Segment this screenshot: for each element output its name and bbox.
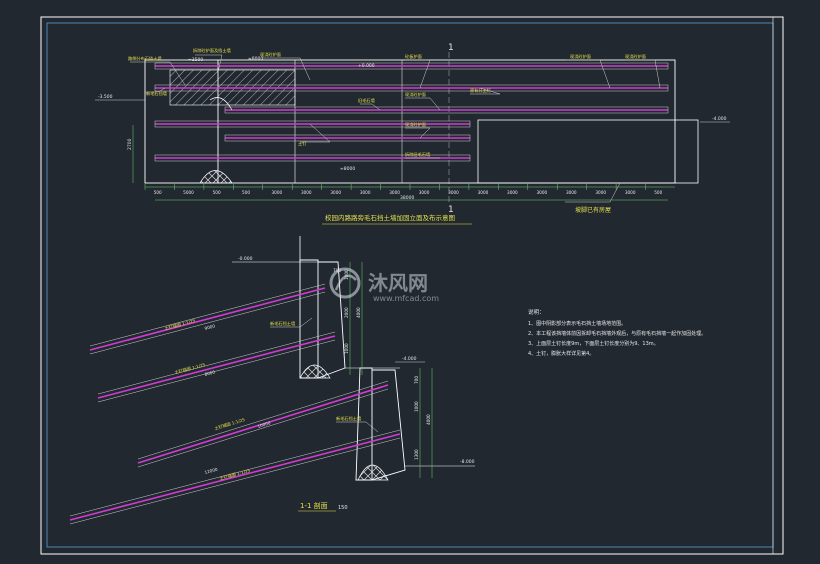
nail-length-2: 10000 bbox=[257, 420, 272, 429]
label-2: 拆除砼护面及挡土墙 bbox=[193, 47, 231, 54]
nail-0 bbox=[89, 283, 326, 355]
bottom-dim-17: 500 bbox=[654, 190, 662, 195]
bottom-dim-9: 3000 bbox=[419, 190, 430, 195]
total-length: 38000 bbox=[400, 195, 414, 201]
section-level-bottom: -8.000 bbox=[460, 459, 475, 465]
label-0: 路侧分布石挡土墙 bbox=[128, 55, 162, 62]
label-12: 旧毛石墙 bbox=[358, 97, 375, 104]
length-b: ≈8000 bbox=[248, 56, 263, 62]
nail-length-3: 12000 bbox=[204, 467, 218, 475]
dim-lower-3: 1000 bbox=[414, 401, 419, 412]
label-5: 现浇砼护面 bbox=[570, 53, 591, 60]
bottom-dim-15: 3000 bbox=[595, 190, 606, 195]
bottom-dim-12: 3000 bbox=[507, 190, 518, 195]
bottom-dimensions: 500 5000 500 500 3000 3000 3000 3000 3000 3000 300… bbox=[144, 184, 663, 195]
note-1: 2、本工程该挡墙体前因拆卸毛石挡墙外观后，与原有毛石挡墙一起作加固处理。 bbox=[528, 330, 706, 337]
note-0: 1、图中阴影部分表示毛石挡土墙场地范围。 bbox=[528, 320, 626, 327]
bottom-dim-6: 3000 bbox=[330, 190, 341, 195]
label-7: 原有分土钉 bbox=[470, 87, 492, 94]
length-c: ≈8000 bbox=[340, 166, 355, 172]
nail-length-1: 8000 bbox=[204, 369, 216, 377]
note-2: 3、上面层土钉长度9m，下面层土钉长度分别为9、13m。 bbox=[528, 340, 659, 347]
bottom-dim-16: 3000 bbox=[625, 190, 636, 195]
dim-lower-2: 4000 bbox=[426, 414, 431, 425]
elevation-nail-rows bbox=[155, 65, 668, 159]
dim-upper-0: 2000 bbox=[344, 307, 349, 318]
bottom-dim-8: 3000 bbox=[389, 190, 400, 195]
bottom-dim-10: 3000 bbox=[448, 190, 459, 195]
label-1: 现浇砼护面 bbox=[260, 51, 281, 58]
nail-length-0: 9000 bbox=[204, 323, 216, 331]
bottom-dim-7: 3000 bbox=[360, 190, 371, 195]
note-3: 4、土钉，膨胀大样详见第4。 bbox=[528, 350, 594, 357]
wall-label-1: 新毛石挡土墙 bbox=[336, 415, 361, 422]
level-right: -4.000 bbox=[712, 116, 727, 122]
watermark-url: www.mfcad.com bbox=[373, 294, 439, 303]
watermark: 沐风网 www.mfcad.com bbox=[329, 267, 439, 303]
elevation-title: 校园内路路旁毛石挡土墙加固立面及布示意图 bbox=[325, 213, 455, 222]
nail-1 bbox=[97, 331, 336, 403]
section-level-top: -0.000 bbox=[238, 256, 253, 262]
section-level-mid: -4.000 bbox=[402, 356, 417, 362]
bottom-dim-3: 500 bbox=[242, 190, 250, 195]
bottom-dim-2: 500 bbox=[213, 190, 221, 195]
title-strip bbox=[772, 16, 784, 555]
length-a: ≈3500 bbox=[188, 57, 203, 63]
nail-label-0: 土钉锚固 1:1/25 bbox=[164, 317, 197, 332]
label-3: 土钉 bbox=[298, 140, 307, 147]
dim-upper-3: 1000 bbox=[344, 269, 349, 280]
label-4: 砼板护面 bbox=[405, 53, 422, 60]
section-mark-top: 1 bbox=[448, 43, 454, 53]
nail-3 bbox=[69, 429, 401, 525]
bottom-dim-5: 3000 bbox=[301, 190, 312, 195]
level-left: -3.500 bbox=[98, 94, 113, 100]
label-10: 拆除旧毛石墙 bbox=[405, 151, 430, 158]
dim-upper-2: 4000 bbox=[356, 307, 361, 318]
dim-lower-0: 700 bbox=[414, 376, 419, 384]
dim-upper-1: 1000 bbox=[344, 343, 349, 354]
nail-2 bbox=[137, 380, 389, 468]
notes-block: 说明： 1、图中阴影部分表示毛石挡土墙场地范围。 2、本工程该挡墙体前因拆卸毛石… bbox=[528, 308, 706, 357]
section-title: 1-1 剖面 bbox=[300, 501, 328, 510]
bottom-dim-1: 5000 bbox=[183, 190, 194, 195]
wall-label-0: 新毛石挡土墙 bbox=[270, 320, 295, 327]
left-height: 2700 bbox=[127, 138, 133, 150]
label-8: 现浇砼护面 bbox=[405, 91, 426, 98]
level-mid: +0.000 bbox=[358, 63, 375, 69]
section-nails bbox=[69, 283, 401, 525]
elevation-view: 1 1 bbox=[95, 43, 730, 225]
notes-heading: 说明： bbox=[528, 308, 545, 316]
watermark-name: 沐风网 bbox=[368, 271, 428, 295]
existing-house bbox=[477, 119, 699, 184]
dim-lower-1: 1300 bbox=[414, 449, 419, 460]
label-9: 现浇砼护面 bbox=[405, 121, 426, 128]
bottom-dim-14: 3000 bbox=[566, 190, 577, 195]
label-11: 新毛石挡墙 bbox=[146, 90, 167, 97]
section-scale: 150 bbox=[338, 505, 348, 511]
bottom-dim-13: 3000 bbox=[537, 190, 548, 195]
label-6: 现浇砼护面 bbox=[625, 53, 646, 60]
section-view: 土钉锚固 1:1/25 9000 土钉锚固 1:1/25 8000 土钉锚固 1… bbox=[69, 236, 475, 525]
nail-label-2: 土钉锚固 1:1/25 bbox=[214, 416, 247, 432]
bottom-dim-0: 500 bbox=[154, 190, 162, 195]
section-mark-bottom: 1 bbox=[448, 205, 454, 215]
bottom-dim-4: 3000 bbox=[272, 190, 283, 195]
bottom-dim-11: 3000 bbox=[478, 190, 489, 195]
watermark-logo-icon bbox=[329, 267, 361, 299]
label-house: 坡脚已有房屋 bbox=[575, 206, 611, 214]
